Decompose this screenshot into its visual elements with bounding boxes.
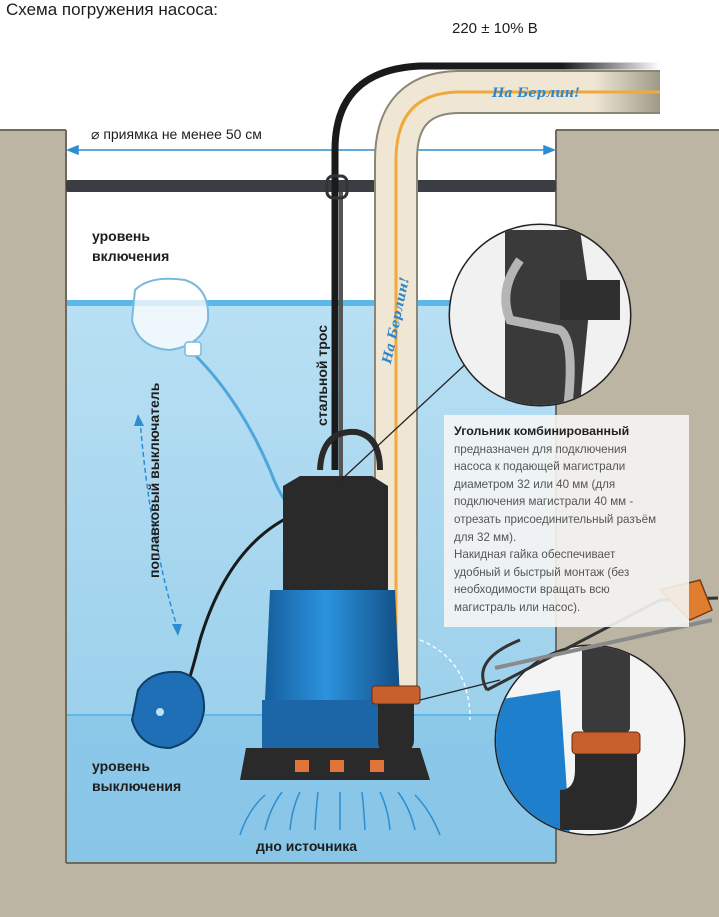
level-on-line-1: уровень [92,228,150,244]
level-off-line-2: выключения [92,778,182,794]
discharge-hose [374,70,660,690]
hose-brand-horizontal: На Берлин! [492,86,580,101]
level-off-label: уровень выключения [92,756,181,796]
voltage-label: 220 ± 10% В [452,20,538,37]
float-switch-upper [130,277,210,357]
info-title: Угольник комбинированный [454,424,630,438]
pit-width-dimension [65,144,557,156]
info-line: для 32 мм). [454,530,517,544]
power-cord [331,62,660,470]
level-off-line-1: уровень [92,758,150,774]
level-on-line-2: включения [92,248,170,264]
zoom-pointer-upper [340,359,471,481]
info-line: удобный и быстрый монтаж (без [454,565,630,579]
info-line: диаметром 32 или 40 мм (для [454,477,616,491]
steel-cable-label: стальной трос [314,325,330,426]
elbow-info-box: Угольник комбинированный предназначен дл… [444,415,689,627]
diagram-title: Схема погружения насоса: [6,0,219,19]
elbow-fitting [371,685,421,752]
float-switch-lower [130,670,206,750]
info-line: магистраль или насос). [454,600,581,614]
info-line: необходимости вращать всю [454,583,610,597]
suction-arrows [239,791,441,836]
zoom-detail-elbow [494,644,686,836]
info-line: отрезать присоединительный разъём [454,512,657,526]
level-on-label: уровень включения [92,226,169,266]
info-line: предназначен для подключения [454,442,627,456]
support-bar [66,180,556,192]
float-travel-arrow [139,419,179,631]
zoom-pointer-lower [419,679,501,701]
source-bottom-label: дно источника [256,838,358,854]
info-line: насоса к подающей магистрали [454,460,626,474]
pit-width-label: ⌀ приямка не менее 50 см [91,126,262,142]
info-line: Накидная гайка обеспечивает [454,548,616,562]
float-switch-label: поплавковый выключатель [146,382,162,578]
info-line: подключения магистрали 40 мм - [454,495,634,509]
zoom-detail-cable-lock [448,223,632,407]
